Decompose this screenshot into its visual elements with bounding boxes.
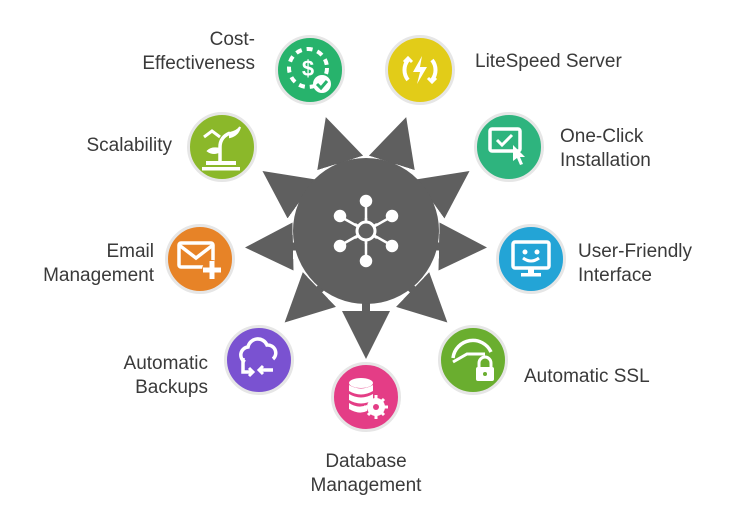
lock-badge-icon [451,338,494,381]
email-line2: Management [43,265,154,286]
automatic-ssl-node [438,325,508,395]
litespeed-server-label: LiteSpeed Server [475,50,622,74]
cloud-sync-icon [239,337,278,378]
lightning-cycle-icon [402,55,438,85]
click-screen-icon [488,127,525,165]
cost-effectiveness-label: Cost- Effectiveness [120,28,255,76]
database-management-node [331,362,401,432]
userfriendly-line1: User-Friendly [578,241,693,262]
email-management-label: Email Management [20,240,154,288]
ssl-line1: Automatic SSL [524,366,650,387]
automatic-backups-label: Automatic Backups [80,352,208,400]
scalability-label: Scalability [60,134,172,158]
userfriendly-line2: Interface [578,265,652,286]
oneclick-line2: Installation [560,150,651,171]
sprout-growth-icon [202,126,241,171]
database-gear-icon [349,378,388,419]
database-line1: Database [325,451,407,472]
user-friendly-interface-label: User-Friendly Interface [578,240,692,288]
cost-line2: Effectiveness [142,53,255,74]
one-click-installation-node [474,112,544,182]
backups-line2: Backups [135,377,208,398]
user-friendly-interface-node [496,224,566,294]
network-hub-icon [333,194,399,268]
dollar-check-icon: $ [287,47,331,93]
one-click-installation-label: One-Click Installation [560,125,651,173]
scalability-line1: Scalability [86,135,172,156]
envelope-plus-icon [177,241,222,280]
database-line2: Management [310,475,422,496]
database-management-label: Database Management [296,450,436,498]
svg-text:$: $ [302,56,314,81]
automatic-backups-node [224,325,294,395]
email-management-node [165,224,235,294]
smiley-monitor-icon [511,240,551,277]
cost-effectiveness-node: $ [275,35,345,105]
litespeed-server-node [385,35,455,105]
backups-line1: Automatic [123,353,208,374]
oneclick-line1: One-Click [560,126,644,147]
cost-line1: Cost- [209,29,255,50]
automatic-ssl-label: Automatic SSL [524,365,650,389]
litespeed-line1: LiteSpeed Server [475,51,622,72]
email-line1: Email [106,241,154,262]
scalability-node [187,112,257,182]
